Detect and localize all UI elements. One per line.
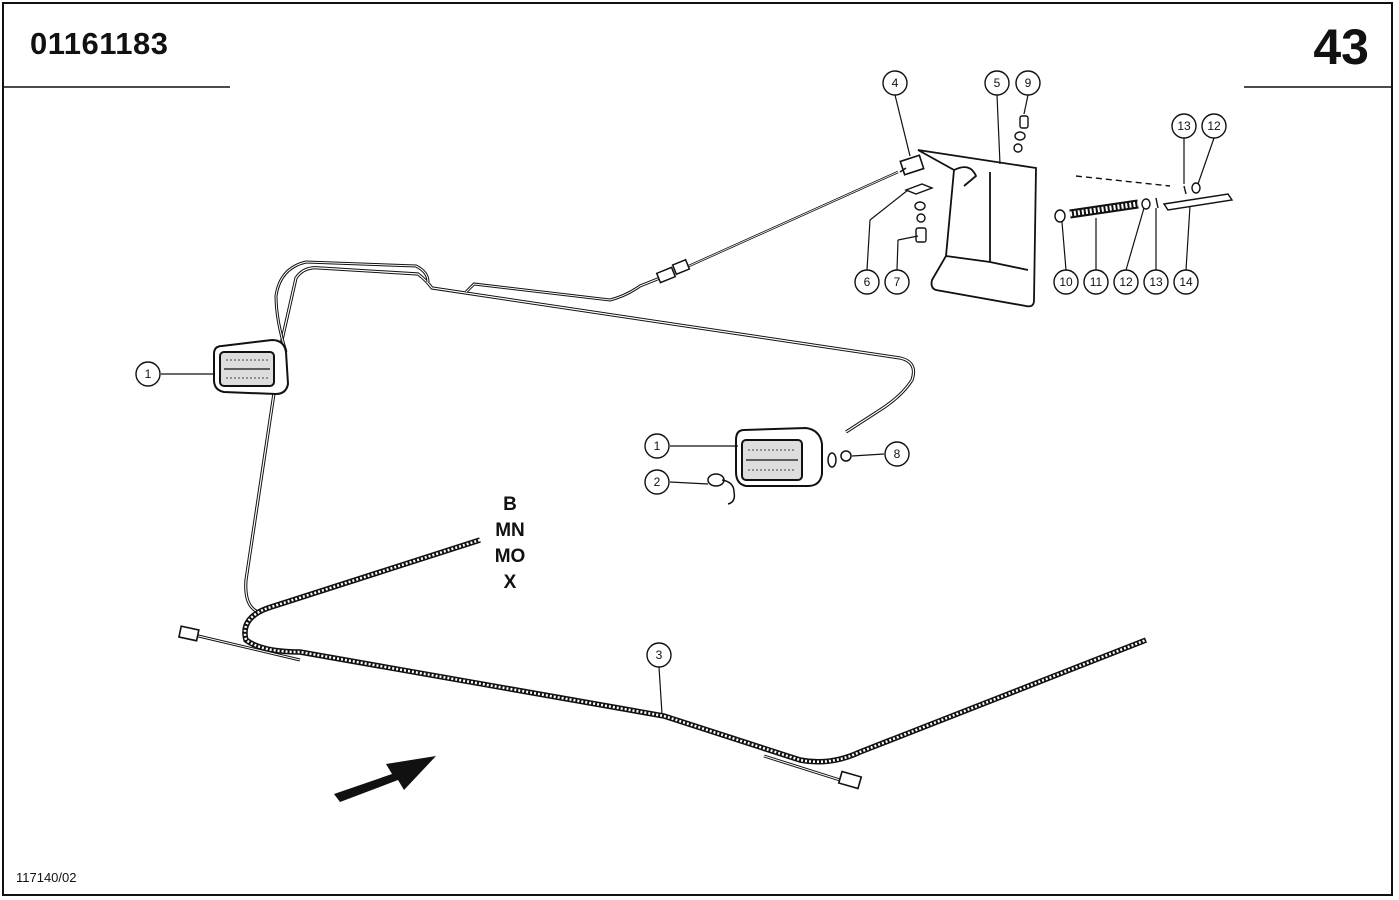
spring-assembly bbox=[1054, 175, 1234, 223]
callout-label: 8 bbox=[894, 447, 901, 461]
work-lamp-left bbox=[213, 338, 290, 396]
leader-lines bbox=[161, 94, 1215, 715]
mounting-bracket-5 bbox=[917, 149, 1037, 308]
callout-11: 11 bbox=[1083, 269, 1109, 295]
part-number: 01161183 bbox=[30, 26, 169, 61]
callout-label: 5 bbox=[994, 76, 1001, 90]
callout-12-lower: 12 bbox=[1113, 269, 1139, 295]
callout-label: 6 bbox=[864, 275, 871, 289]
callout-5: 5 bbox=[984, 70, 1010, 96]
harness-end-connector-left bbox=[178, 625, 200, 642]
page-number: 43 bbox=[1313, 19, 1369, 75]
drawing-reference: 117140/02 bbox=[16, 870, 77, 885]
callout-4: 4 bbox=[882, 70, 908, 96]
harness-end-connector-right bbox=[837, 770, 863, 790]
work-lamp-right bbox=[735, 426, 823, 487]
variant-code: MO bbox=[494, 546, 526, 567]
callout-6: 6 bbox=[854, 269, 880, 295]
callout-1-right: 1 bbox=[644, 433, 670, 459]
variant-code: X bbox=[503, 572, 517, 593]
callout-label: 7 bbox=[894, 275, 901, 289]
callout-8: 8 bbox=[884, 441, 910, 467]
callout-10: 10 bbox=[1053, 269, 1079, 295]
callout-label: 13 bbox=[1177, 119, 1191, 133]
lower-harness bbox=[189, 537, 1148, 782]
callout-1-left: 1 bbox=[135, 361, 161, 387]
callout-label: 3 bbox=[656, 648, 663, 662]
callout-label: 2 bbox=[654, 475, 661, 489]
callout-2: 2 bbox=[644, 469, 670, 495]
bulb-2 bbox=[707, 473, 736, 505]
callout-13-lower: 13 bbox=[1143, 269, 1169, 295]
fasteners-6-7-9 bbox=[904, 115, 1029, 243]
callout-12-upper: 12 bbox=[1201, 113, 1227, 139]
callout-3: 3 bbox=[646, 642, 672, 668]
callout-label: 12 bbox=[1207, 119, 1221, 133]
variant-code: B bbox=[503, 494, 517, 515]
washer-and-nut-8 bbox=[827, 450, 852, 468]
direction-arrow bbox=[334, 756, 436, 802]
callout-label: 1 bbox=[654, 439, 661, 453]
callout-label: 13 bbox=[1149, 275, 1163, 289]
callout-9: 9 bbox=[1015, 70, 1041, 96]
callout-label: 12 bbox=[1119, 275, 1133, 289]
callout-label: 4 bbox=[892, 76, 899, 90]
callout-label: 10 bbox=[1059, 275, 1073, 289]
callout-label: 9 bbox=[1025, 76, 1032, 90]
variant-codes: B MN MO X bbox=[478, 492, 542, 596]
callout-label: 14 bbox=[1179, 275, 1193, 289]
callout-label: 1 bbox=[145, 367, 152, 381]
variant-code: MN bbox=[495, 520, 525, 541]
connector-plug-4 bbox=[899, 154, 925, 176]
callout-14: 14 bbox=[1173, 269, 1199, 295]
inline-connector bbox=[655, 258, 691, 284]
callout-13-upper: 13 bbox=[1171, 113, 1197, 139]
upper-harness bbox=[244, 170, 916, 614]
callout-7: 7 bbox=[884, 269, 910, 295]
callout-label: 11 bbox=[1090, 275, 1103, 289]
